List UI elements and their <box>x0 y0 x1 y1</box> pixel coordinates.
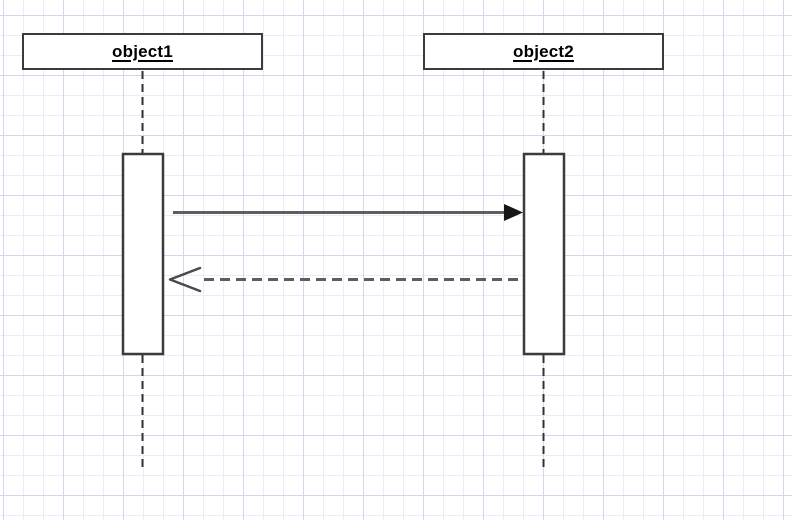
message-arrowhead-open-icon <box>168 266 202 293</box>
activation-bar-object1[interactable] <box>121 152 165 356</box>
actor-box-object2[interactable]: object2 <box>423 33 664 70</box>
actor-label-object1: object1 <box>112 41 173 61</box>
actor-box-object1[interactable]: object1 <box>22 33 263 70</box>
message-arrowhead-filled-icon <box>504 204 523 221</box>
actor-label-object2: object2 <box>513 41 574 61</box>
activation-bar-object2[interactable] <box>522 152 566 356</box>
